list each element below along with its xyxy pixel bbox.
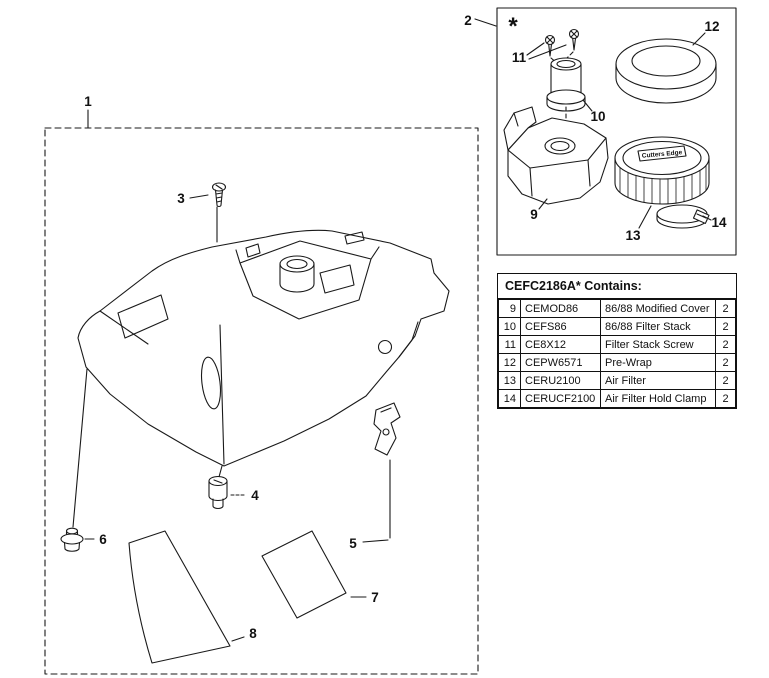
part-desc-cell: Air Filter Hold Clamp (600, 389, 716, 408)
callout-4: 4 (251, 488, 259, 503)
modified-cover-9-drawing (503, 106, 609, 205)
callout-14: 14 (711, 215, 727, 230)
part-qty-cell: 2 (715, 299, 736, 318)
leader-lines (84, 194, 389, 642)
kit-drawing: Cutters Edge (474, 7, 737, 256)
part-qty-cell: 2 (715, 335, 736, 354)
part-desc-cell: Pre-Wrap (600, 353, 716, 372)
part-desc-cell: Filter Stack Screw (600, 335, 716, 354)
gasket-8-drawing (128, 530, 231, 664)
screw-3-drawing (211, 182, 227, 208)
filter-brand-text: Cutters Edge (642, 149, 683, 160)
part-ref-cell: 9 (498, 299, 521, 318)
part-ref-cell: 11 (498, 335, 521, 354)
part-desc-cell: Air Filter (600, 371, 716, 390)
callout-8: 8 (249, 626, 257, 641)
table-row: 12 CEPW6571 Pre-Wrap 2 (498, 353, 736, 372)
top-cover-drawing (77, 229, 450, 467)
table-row: 14 CERUCF2100 Air Filter Hold Clamp 2 (498, 389, 736, 408)
part-number-cell: CEPW6571 (520, 353, 601, 372)
part-ref-cell: 10 (498, 317, 521, 336)
table-row: 13 CERU2100 Air Filter 2 (498, 371, 736, 390)
gasket-7-drawing (261, 530, 347, 619)
screws-11-drawing (544, 28, 580, 57)
plug-4-drawing (208, 475, 228, 510)
part-number-cell: CE8X12 (520, 335, 601, 354)
callout-3: 3 (177, 191, 185, 206)
part-ref-cell: 13 (498, 371, 521, 390)
part-qty-cell: 2 (715, 317, 736, 336)
table-row: 10 CEFS86 86/88 Filter Stack 2 (498, 317, 736, 336)
callout-9: 9 (530, 207, 538, 222)
part-number-cell: CEMOD86 (520, 299, 601, 318)
grommet-6-drawing (60, 527, 84, 552)
air-filter-13-drawing: Cutters Edge (614, 136, 710, 205)
table-title: CEFC2186A* Contains: (498, 274, 736, 299)
part-desc-cell: 86/88 Filter Stack (600, 317, 716, 336)
callout-6: 6 (99, 532, 107, 547)
main-diagram-border (44, 127, 479, 675)
table-row: 9 CEMOD86 86/88 Modified Cover 2 (498, 299, 736, 318)
kit-contents-panel: CEFC2186A* Contains: 9 CEMOD86 86/88 Mod… (497, 273, 737, 409)
clamp-14-drawing (656, 204, 710, 229)
bracket-5-drawing (373, 402, 401, 456)
filter-stack-10-drawing (546, 57, 586, 112)
part-number-cell: CERU2100 (520, 371, 601, 390)
callout-13: 13 (625, 228, 641, 243)
part-qty-cell: 2 (715, 353, 736, 372)
callout-10: 10 (590, 109, 605, 124)
callout-11: 11 (512, 50, 527, 65)
part-qty-cell: 2 (715, 389, 736, 408)
part-number-cell: CEFS86 (520, 317, 601, 336)
kit-leader-lines (526, 32, 712, 229)
part-number-cell: CERUCF2100 (520, 389, 601, 408)
callout-2: 2 (464, 13, 472, 28)
callout-12: 12 (704, 19, 719, 34)
callout-5: 5 (349, 536, 357, 551)
table-row: 11 CE8X12 Filter Stack Screw 2 (498, 335, 736, 354)
pre-wrap-12-drawing (615, 38, 717, 104)
main-assembly-drawing (44, 109, 479, 675)
kit-asterisk: * (508, 13, 518, 40)
callout-7: 7 (371, 590, 379, 605)
part-qty-cell: 2 (715, 371, 736, 390)
part-desc-cell: 86/88 Modified Cover (600, 299, 716, 318)
kit-contents-table: 9 CEMOD86 86/88 Modified Cover 2 10 CEFS… (498, 299, 736, 408)
part-ref-cell: 12 (498, 353, 521, 372)
part-ref-cell: 14 (498, 389, 521, 408)
callout-1: 1 (84, 94, 92, 109)
